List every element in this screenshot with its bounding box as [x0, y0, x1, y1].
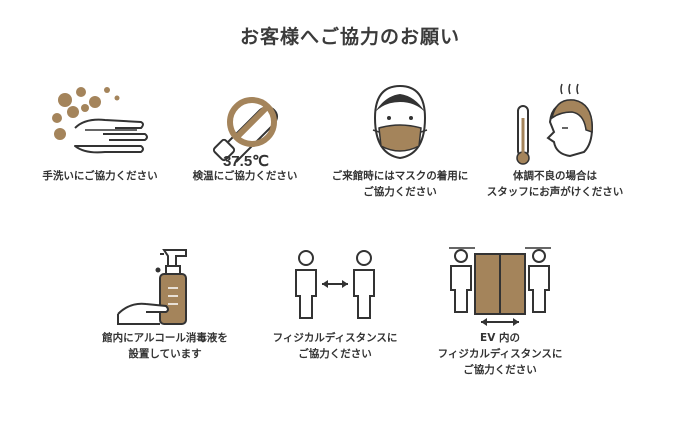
social-distance-icon [295, 250, 375, 319]
thermometer-reading: 37.5℃ [223, 153, 269, 168]
elevator-distance-icon [449, 247, 551, 326]
notice-caption: 手洗いにご協力ください [42, 170, 158, 182]
notice-unwell: 体調不良の場合は スタッフにお声がけください [480, 78, 630, 200]
notice-caption: フィジカルディスタンスに ご協力ください [272, 332, 398, 360]
handwash-icon [52, 87, 148, 154]
sanitizer-bottle-icon [117, 249, 187, 325]
notice-caption: 体調不良の場合は スタッフにお声がけください [486, 170, 624, 198]
notice-sanitizer: 館内にアルコール消毒液を 設置しています [90, 240, 240, 362]
fever-person-icon [516, 83, 594, 165]
notice-caption: 検温にご協力ください [192, 170, 298, 182]
notice-handwash: 手洗いにご協力ください [30, 78, 170, 184]
notice-mask: ご来館時にはマスクの着用に ご協力ください [320, 78, 480, 200]
page-title: お客様へご協力のお願い [239, 26, 460, 48]
notice-caption: ご来館時にはマスクの着用に ご協力ください [331, 170, 469, 198]
notice-caption: 館内にアルコール消毒液を 設置しています [102, 332, 228, 360]
notice-elevator-distance: EV 内の フィジカルディスタンスに ご協力ください [415, 240, 585, 378]
notice-temperature: 37.5℃ 検温にご協力ください [170, 78, 320, 184]
notice-caption: EV 内の フィジカルディスタンスに ご協力ください [437, 332, 563, 376]
mask-face-icon [372, 84, 428, 160]
thermometer-prohibited-icon: 37.5℃ [212, 97, 278, 168]
notice-physical-distance: フィジカルディスタンスに ご協力ください [255, 240, 415, 362]
